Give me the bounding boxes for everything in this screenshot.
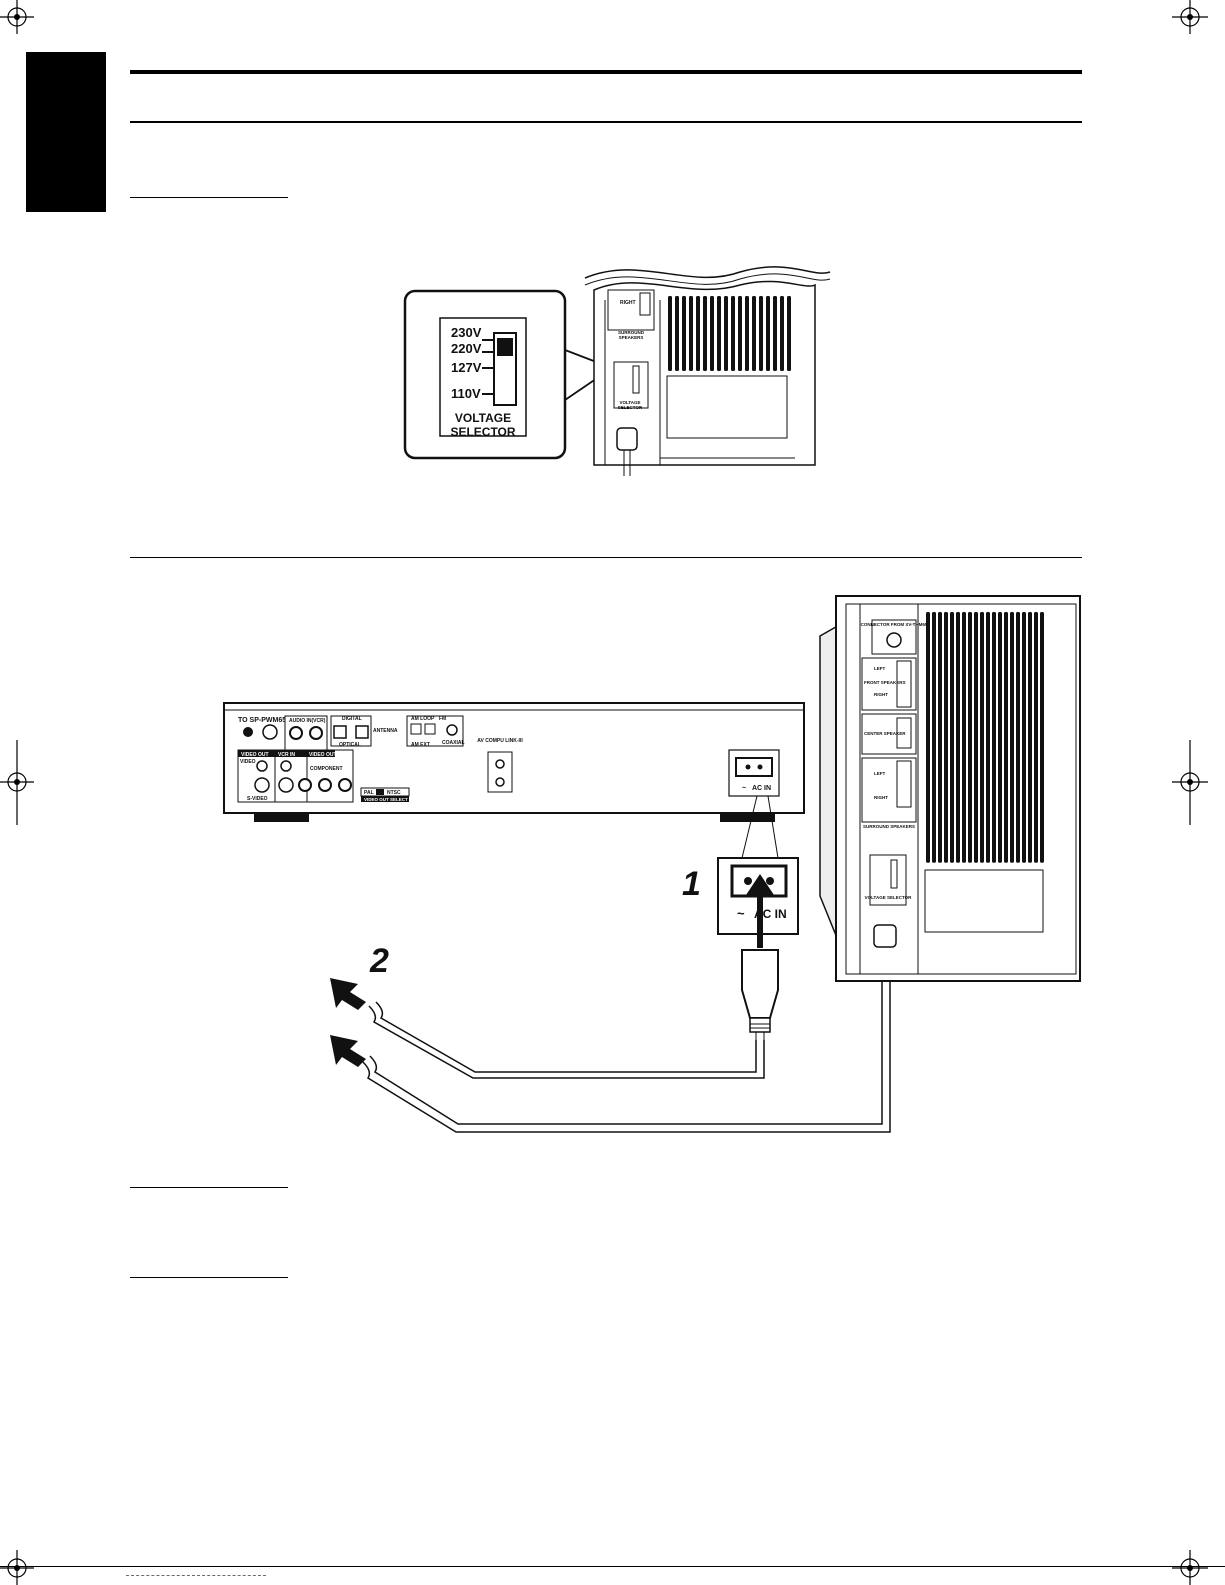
- svg-text:RIGHT: RIGHT: [874, 692, 888, 697]
- svg-text:FRONT SPEAKERS: FRONT SPEAKERS: [864, 680, 906, 685]
- svg-text:VIDEO OUT: VIDEO OUT: [309, 752, 337, 758]
- svg-text:LEFT: LEFT: [874, 666, 885, 671]
- footer-link[interactable]: [126, 1575, 266, 1578]
- voltage-title-2: SELECTOR: [450, 425, 515, 439]
- svg-text:FM: FM: [439, 716, 446, 722]
- step-2: 2: [369, 942, 389, 980]
- svg-text:COAXIAL: COAXIAL: [442, 740, 465, 746]
- svg-text:S-VIDEO: S-VIDEO: [247, 796, 268, 802]
- svg-text:VOLTAGE: VOLTAGE: [619, 400, 640, 405]
- volt-127: 127V: [451, 360, 482, 375]
- footer-rule: [0, 1566, 1225, 1567]
- svg-text:VCR IN: VCR IN: [278, 752, 295, 758]
- subsection-rule-1: [130, 197, 288, 198]
- svg-text:AM EXT: AM EXT: [411, 742, 430, 748]
- chapter-tab: [26, 52, 106, 212]
- svg-text:VOLTAGE SELECTOR: VOLTAGE SELECTOR: [865, 895, 913, 900]
- svg-text:OPTICAL: OPTICAL: [339, 742, 361, 748]
- to-sp-label: TO SP-PWM65: [238, 717, 286, 724]
- svg-text:SELECTOR: SELECTOR: [618, 405, 643, 410]
- svg-text:ANTENNA: ANTENNA: [373, 728, 398, 734]
- svg-text:AUDIO IN(VCR): AUDIO IN(VCR): [289, 718, 326, 724]
- step-1: 1: [682, 865, 701, 903]
- svg-text:LEFT: LEFT: [874, 771, 885, 776]
- svg-text:SURROUND: SURROUND: [618, 330, 645, 335]
- svg-text:DIGITAL: DIGITAL: [342, 716, 362, 722]
- zoom-tilde: ~: [737, 906, 745, 921]
- svg-text:SPEAKERS: SPEAKERS: [619, 335, 644, 340]
- svg-text:RIGHT: RIGHT: [874, 795, 888, 800]
- voltage-title-1: VOLTAGE: [455, 411, 511, 425]
- subsection-rule-3: [130, 1277, 288, 1278]
- svg-text:COMPONENT: COMPONENT: [310, 766, 343, 772]
- svg-text:PAL: PAL: [364, 790, 374, 796]
- header-thick-rule: [130, 70, 1082, 74]
- volt-110: 110V: [451, 386, 481, 401]
- svg-text:VIDEO OUT: VIDEO OUT: [241, 752, 269, 758]
- section-rule: [130, 557, 1082, 558]
- volt-220: 220V: [451, 341, 482, 356]
- header-thin-rule: [130, 121, 1082, 123]
- svg-text:CENTER SPEAKER: CENTER SPEAKER: [864, 731, 906, 736]
- svg-text:AM LOOP: AM LOOP: [411, 716, 435, 722]
- svg-text:VIDEO OUT SELECT: VIDEO OUT SELECT: [364, 797, 408, 802]
- svg-text:~: ~: [742, 785, 746, 792]
- svg-text:AC IN: AC IN: [752, 785, 771, 792]
- svg-text:VIDEO: VIDEO: [240, 759, 256, 765]
- volt-230: 230V: [451, 325, 482, 340]
- subsection-rule-2: [130, 1187, 288, 1188]
- svg-text:NTSC: NTSC: [387, 790, 401, 796]
- svg-text:AV COMPU LINK-III: AV COMPU LINK-III: [477, 738, 523, 744]
- small-right: RIGHT: [620, 300, 636, 306]
- svg-text:CONNECTOR FROM XV-THM65: CONNECTOR FROM XV-THM65: [861, 622, 928, 627]
- svg-text:SURROUND SPEAKERS: SURROUND SPEAKERS: [863, 824, 915, 829]
